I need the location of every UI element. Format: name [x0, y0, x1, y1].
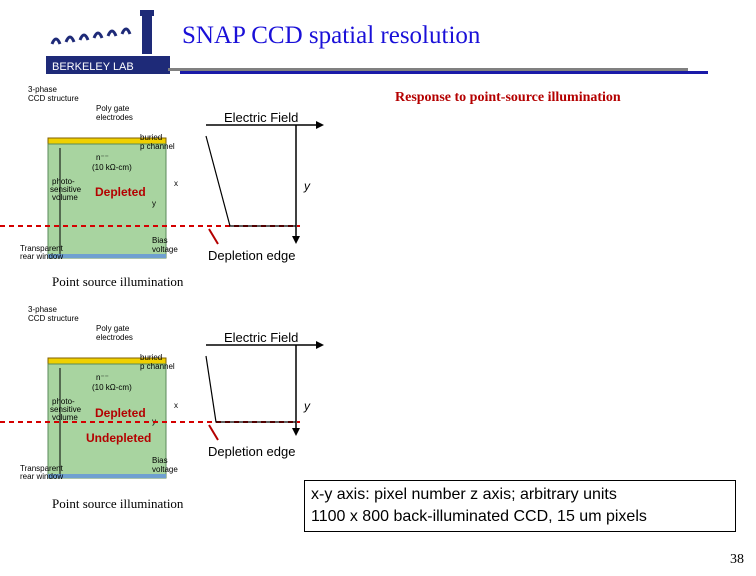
- ccd-label-resistivity: (10 kΩ-cm): [92, 383, 132, 392]
- ccd-label-poly-gate: Poly gate: [96, 104, 130, 113]
- ccd-label-volume: volume: [52, 193, 78, 202]
- depleted-label: Depleted: [95, 406, 146, 420]
- ccd-label-voltage: voltage: [152, 245, 178, 254]
- ccd-label-ccd-structure: CCD structure: [28, 314, 79, 323]
- field-profile: [205, 355, 296, 423]
- ccd-label-ccd-structure: CCD structure: [28, 94, 79, 103]
- ccd-label-x: x: [174, 179, 178, 188]
- axis-note-line-2: 1100 x 800 back-illuminated CCD, 15 um p…: [311, 508, 647, 525]
- page-number: 38: [730, 552, 744, 567]
- depletion-pointer: [208, 228, 219, 245]
- ccd-label-n-minus: n⁻⁻: [96, 153, 109, 162]
- ccd-label-sensitive: sensitive: [50, 405, 82, 414]
- ccd-label-buried: buried: [140, 133, 162, 142]
- title-rule-gray: [168, 68, 688, 71]
- rear-window: [48, 254, 166, 258]
- ccd-diagram-top: 3-phase CCD structure Poly gate electrod…: [0, 85, 324, 263]
- ccd-label-bias: Bias: [152, 236, 168, 245]
- ccd-label-three-phase: 3-phase: [28, 85, 57, 94]
- y-axis-label: y: [303, 399, 311, 413]
- ccd-label-volume: volume: [52, 413, 78, 422]
- logo-text: BERKELEY LAB: [52, 61, 134, 73]
- ccd-label-n-minus: n⁻⁻: [96, 373, 109, 382]
- rear-window: [48, 474, 166, 478]
- ccd-label-electrodes: electrodes: [96, 333, 133, 342]
- ccd-label-photo: photo-: [52, 177, 75, 186]
- axis-note-line-1: x-y axis: pixel number z axis; arbitrary…: [311, 486, 617, 503]
- field-profile: [205, 135, 296, 227]
- point-source-label-bottom: Point source illumination: [52, 496, 184, 511]
- ccd-label-resistivity: (10 kΩ-cm): [92, 163, 132, 172]
- depleted-label: Depleted: [95, 185, 146, 199]
- electric-field-label: Electric Field: [224, 330, 298, 345]
- title-rule-blue: [180, 71, 708, 74]
- page-title: SNAP CCD spatial resolution: [182, 22, 481, 49]
- ccd-label-transparent: Transparent: [20, 244, 64, 253]
- axis-note-box: x-y axis: pixel number z axis; arbitrary…: [304, 480, 736, 532]
- ccd-label-photo: photo-: [52, 397, 75, 406]
- berkeley-lab-logo: BERKELEY LAB: [46, 6, 170, 74]
- ccd-label-sensitive: sensitive: [50, 185, 82, 194]
- ccd-label-x: x: [174, 401, 178, 410]
- ccd-label-rear-window: rear window: [20, 472, 63, 481]
- ccd-label-p-channel: p channel: [140, 142, 175, 151]
- point-source-label-top: Point source illumination: [52, 274, 184, 289]
- ccd-label-buried: buried: [140, 353, 162, 362]
- depletion-pointer: [208, 424, 219, 441]
- undepleted-label: Undepleted: [86, 431, 151, 445]
- response-label: Response to point-source illumination: [395, 90, 621, 105]
- ccd-label-rear-window: rear window: [20, 252, 63, 261]
- depletion-edge-label: Depletion edge: [208, 444, 295, 459]
- ccd-label-bias: Bias: [152, 456, 168, 465]
- ccd-label-three-phase: 3-phase: [28, 305, 57, 314]
- ccd-diagram-bottom: 3-phase CCD structure Poly gate electrod…: [0, 305, 324, 481]
- silicon-volume: [47, 143, 167, 259]
- ccd-label-transparent: Transparent: [20, 464, 64, 473]
- electric-field-label: Electric Field: [224, 110, 298, 125]
- ccd-label-poly-gate: Poly gate: [96, 324, 130, 333]
- ccd-label-y: y: [152, 199, 156, 208]
- depletion-edge-label: Depletion edge: [208, 248, 295, 263]
- ccd-label-voltage: voltage: [152, 465, 178, 474]
- ccd-label-electrodes: electrodes: [96, 113, 133, 122]
- ccd-label-p-channel: p channel: [140, 362, 175, 371]
- y-axis-label: y: [303, 179, 311, 193]
